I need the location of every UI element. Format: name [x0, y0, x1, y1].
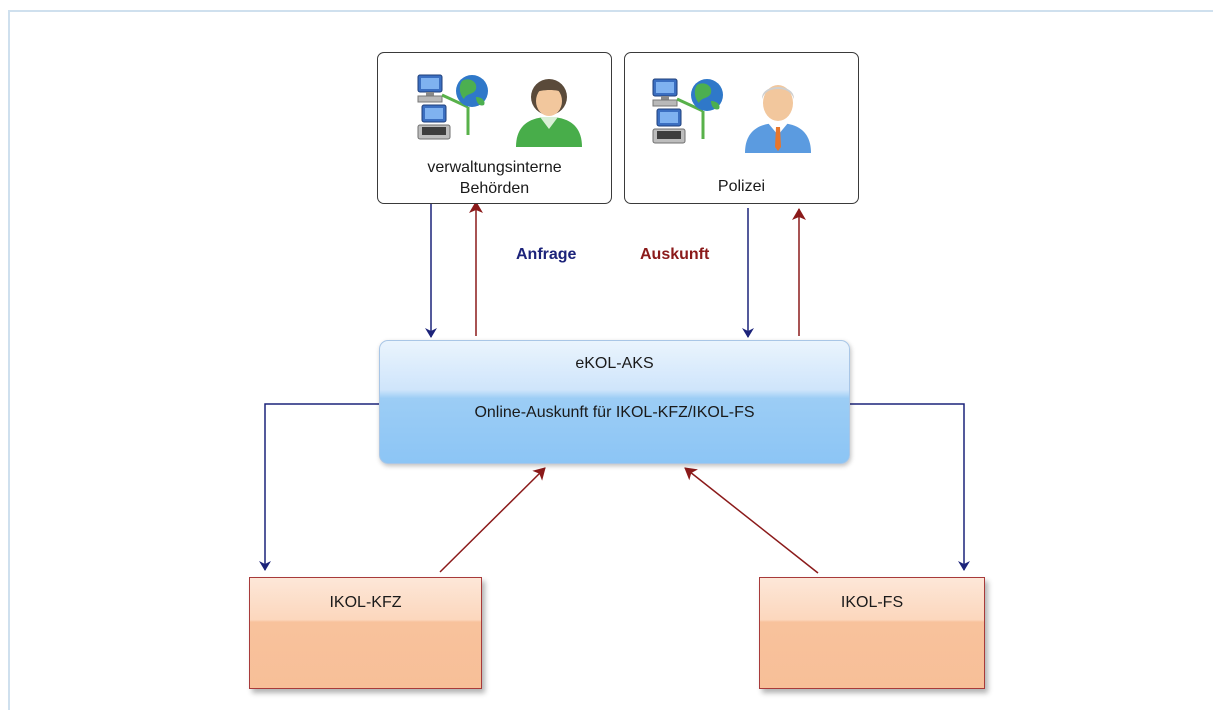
node-title: eKOL-AKS [575, 355, 654, 372]
node-polizei: Polizei [624, 52, 859, 204]
node-label-line2: Behörden [459, 180, 530, 197]
network-computers-icon [652, 78, 723, 144]
node-label: IKOL-KFZ [329, 594, 402, 611]
edge-center-to-kfz [259, 403, 379, 571]
network-computers-icon [417, 74, 488, 140]
node-label-line1: verwaltungsinterne [427, 159, 562, 176]
edge-label-anfrage: Anfrage [516, 246, 577, 263]
node-label: Polizei [717, 178, 766, 195]
node-ikol-fs: IKOL-FS [759, 577, 985, 689]
node-subtitle: Online-Auskunft für IKOL-KFZ/IKOL-FS [474, 404, 755, 421]
diagram-frame [8, 10, 1213, 710]
connector-layer [259, 201, 970, 574]
edge-label-auskunft: Auskunft [640, 246, 710, 263]
node-verwaltungsinterne-behoerden: verwaltungsinterne Behörden [377, 52, 612, 204]
edge-kfz-to-center [439, 467, 546, 573]
edge-fs-to-center [684, 467, 819, 574]
node-ikol-kfz: IKOL-KFZ [249, 577, 482, 689]
person-man-icon [745, 85, 811, 153]
node-label: IKOL-FS [840, 594, 904, 611]
node-ekol-aks: eKOL-AKS Online-Auskunft für IKOL-KFZ/IK… [379, 340, 850, 464]
person-woman-icon [516, 79, 582, 147]
edge-center-to-fs [850, 403, 970, 571]
